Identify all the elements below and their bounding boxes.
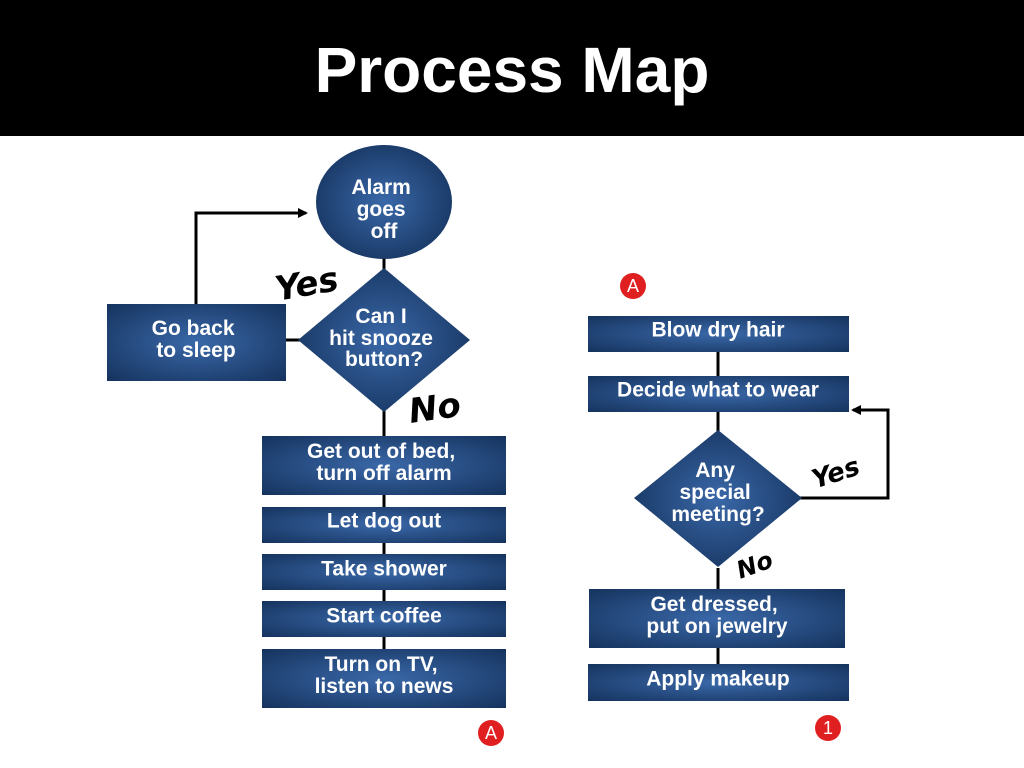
step-decide-what-to-wear: Decide what to wear (588, 376, 849, 412)
svg-text:Blow dry hair: Blow dry hair (651, 319, 784, 342)
step-get-out-of-bed: Get out of bed, turn off alarm (262, 436, 506, 495)
svg-text:Turn on TV, listen to ne: Turn on TV, listen to news (315, 653, 454, 698)
decision-special-meeting: Any special meeting? (634, 430, 802, 567)
connector-marker-right: A (620, 273, 646, 299)
svg-text:Any special meetin: Any special meeting? (671, 459, 764, 526)
decision-snooze: Can I hit snooze button? (298, 268, 470, 412)
svg-text:Apply makeup: Apply makeup (646, 668, 790, 691)
step-start-coffee: Start coffee (262, 601, 506, 637)
yes-label-snooze: Yes (272, 259, 342, 309)
step-blow-dry-hair: Blow dry hair (588, 316, 849, 352)
svg-text:Start coffee: Start coffee (326, 605, 442, 628)
svg-text:Can I hit snooze b: Can I hit snooze button? (329, 305, 439, 371)
svg-text:Go back to sleep: Go back to sleep (152, 317, 241, 362)
step-take-shower: Take shower (262, 554, 506, 590)
svg-text:A: A (485, 723, 497, 743)
connector-marker-left: A (478, 720, 504, 746)
step-apply-makeup: Apply makeup (588, 664, 849, 701)
svg-text:Alarm goes off: Alarm goes off (351, 176, 416, 243)
svg-text:1: 1 (823, 718, 833, 738)
page-title: Process Map (314, 34, 710, 106)
step-turn-on-tv: Turn on TV, listen to news (262, 649, 506, 708)
title-bar: Process Map (0, 0, 1024, 136)
connector-goback-alarm (194, 208, 308, 304)
node-alarm-goes-off: Alarm goes off (316, 145, 452, 259)
no-label-meeting: No (733, 546, 777, 585)
page-marker: 1 (815, 715, 841, 741)
no-label-snooze: No (406, 385, 463, 432)
node-go-back-to-sleep: Go back to sleep (107, 304, 286, 381)
yes-label-meeting: Yes (808, 452, 863, 496)
svg-text:Take shower: Take shower (321, 558, 447, 581)
svg-text:Get dressed, put on jewe: Get dressed, put on jewelry (646, 593, 788, 638)
svg-text:Decide what to wear: Decide what to wear (617, 379, 819, 402)
step-get-dressed: Get dressed, put on jewelry (589, 589, 845, 648)
svg-text:A: A (627, 276, 639, 296)
svg-text:Let dog out: Let dog out (327, 510, 441, 533)
svg-text:Get out of bed, turn off: Get out of bed, turn off alarm (307, 440, 461, 485)
step-let-dog-out: Let dog out (262, 507, 506, 543)
connector-meeting-loop (800, 405, 890, 500)
